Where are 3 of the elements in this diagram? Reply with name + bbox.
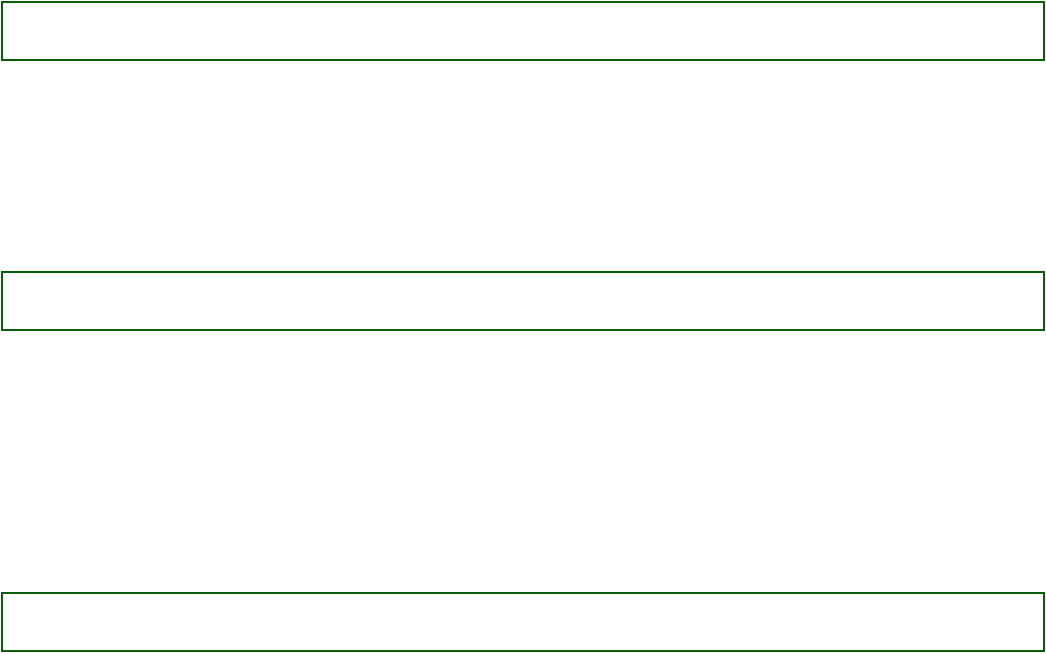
empty-box (1, 271, 1045, 331)
empty-box (1, 592, 1045, 652)
empty-box (1, 1, 1045, 61)
